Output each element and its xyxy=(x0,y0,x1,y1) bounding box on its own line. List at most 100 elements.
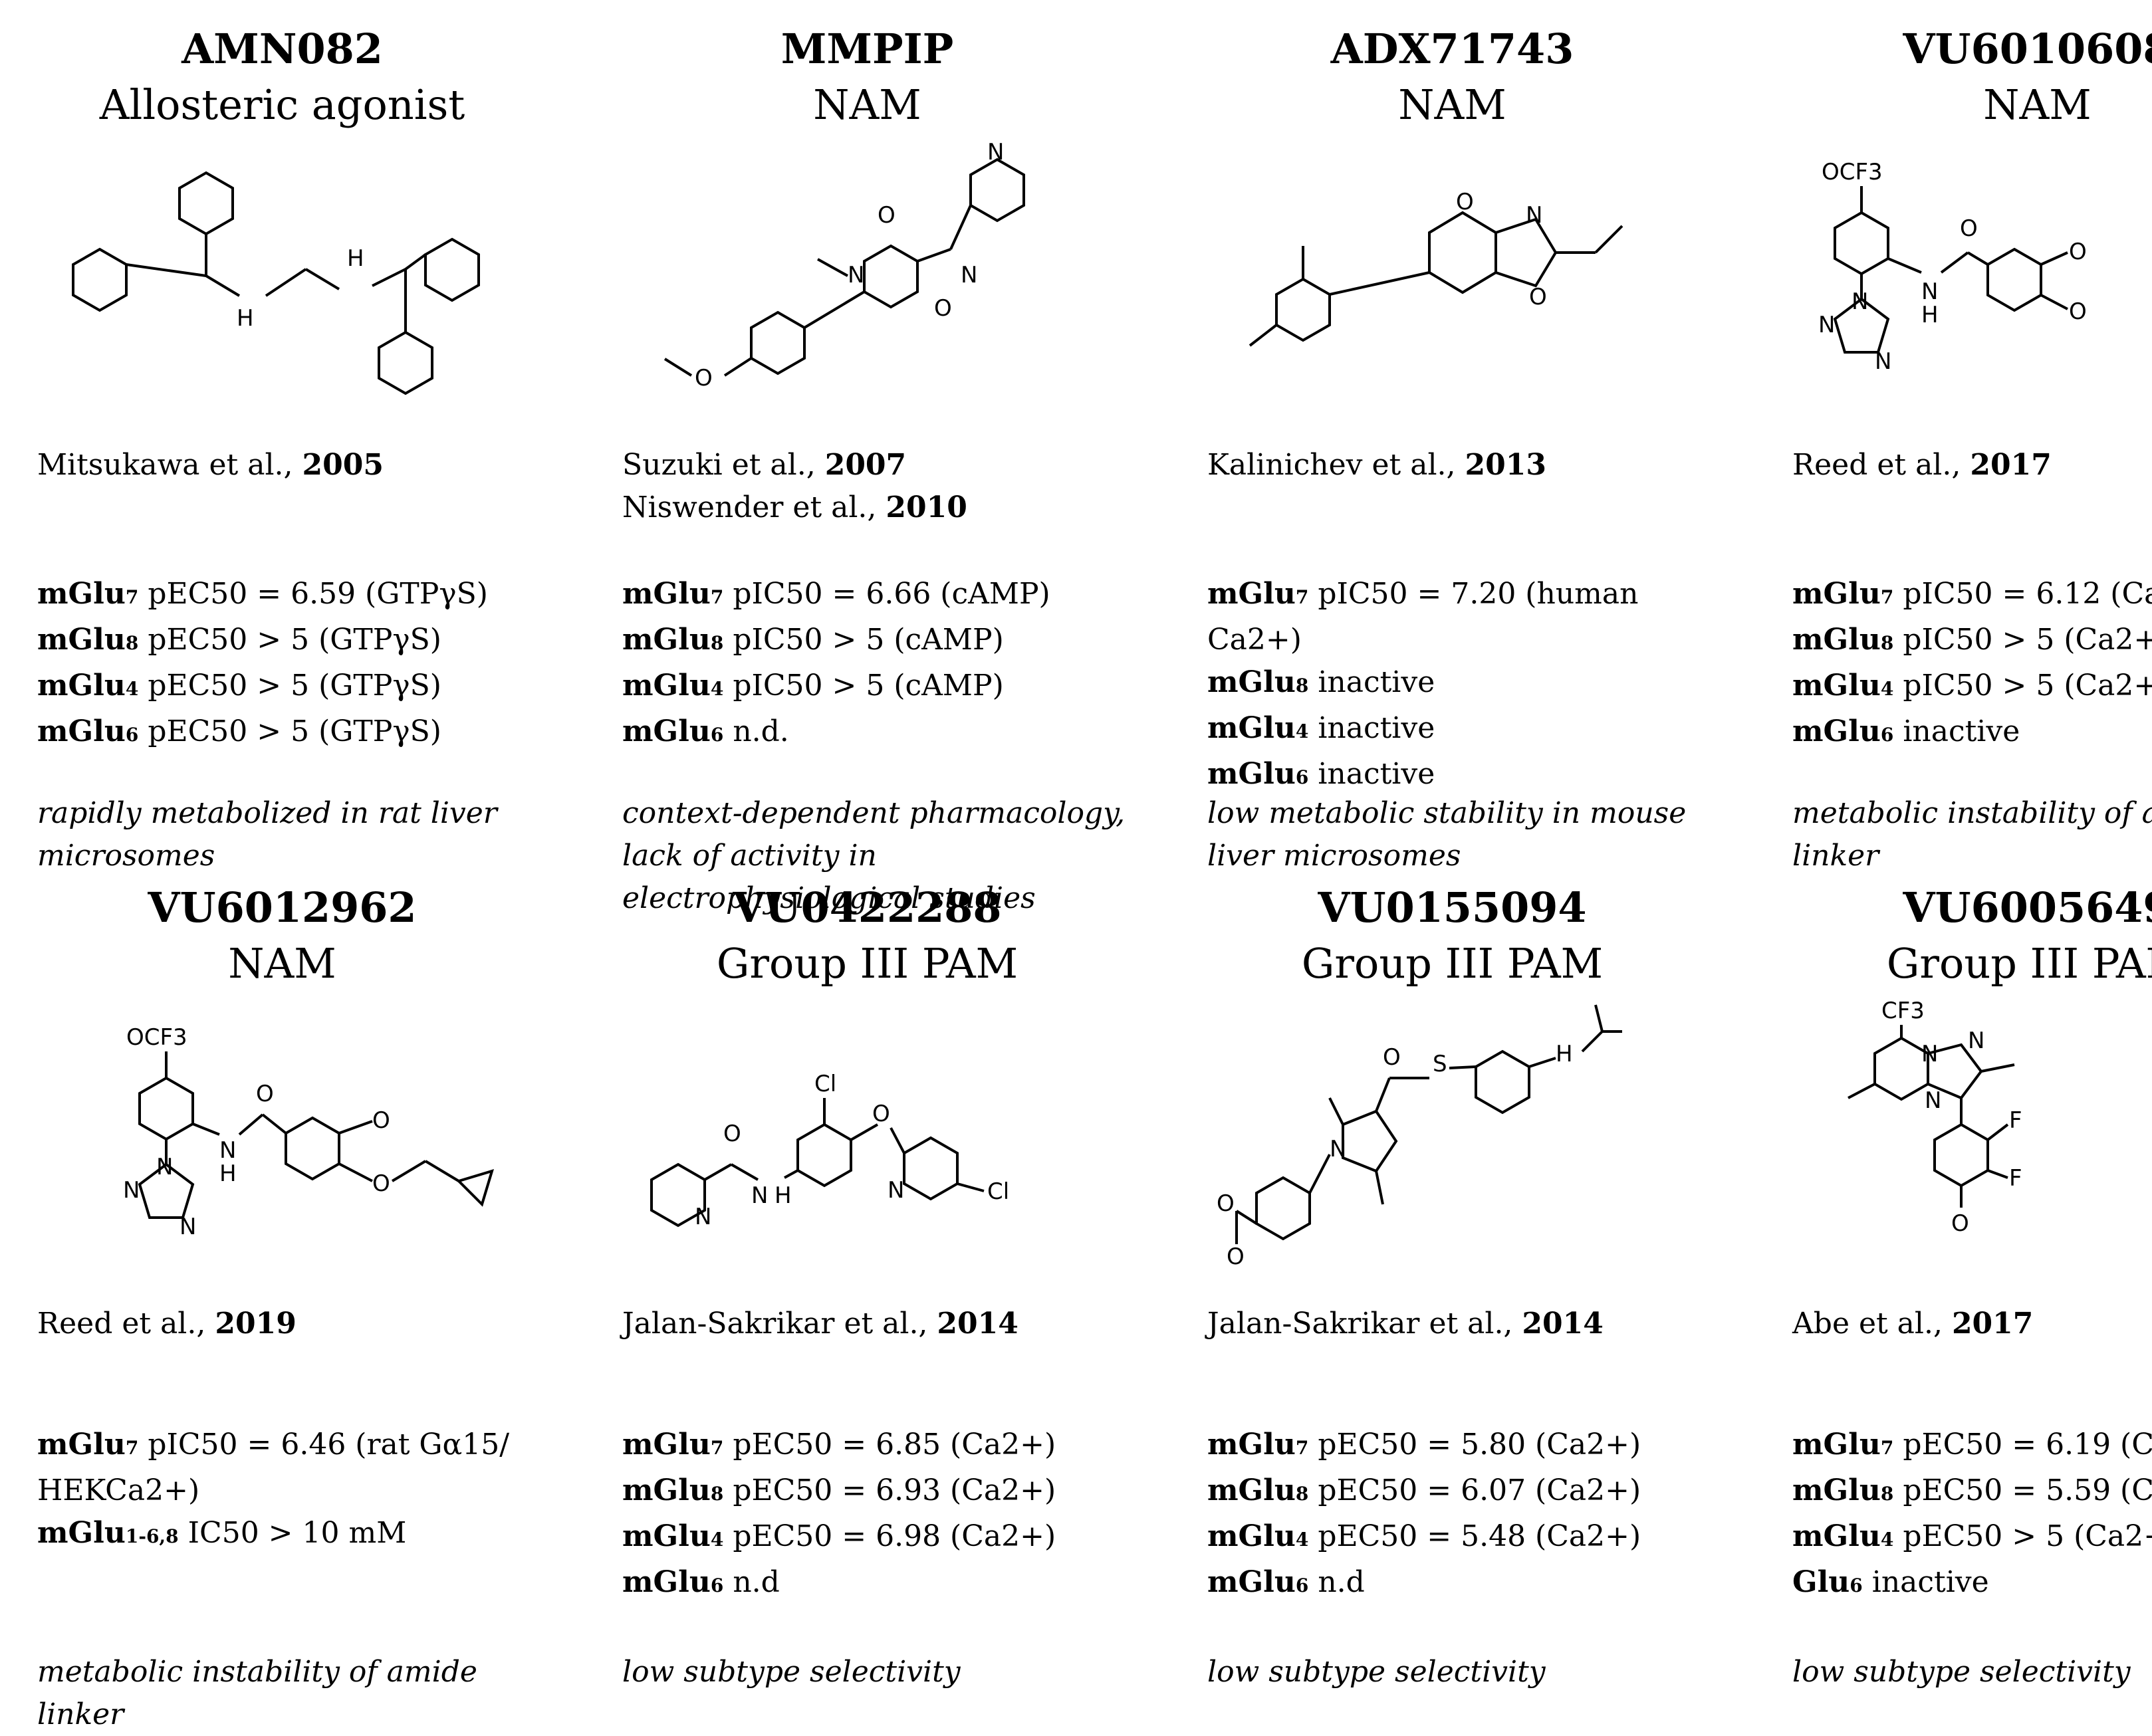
activity-line: mGlu4 pIC50 > 5 (Ca2+) xyxy=(1792,669,2152,703)
compound-type: Group III PAM xyxy=(716,939,1018,988)
activity-line: mGlu6 n.d xyxy=(622,1565,780,1599)
atom-label: N xyxy=(1968,1028,1984,1054)
activity-line: mGlu8 pIC50 > 5 (cAMP) xyxy=(622,623,1004,657)
activity-line: Glu6 inactive xyxy=(1792,1565,1989,1599)
ref-year: 2017 xyxy=(1970,448,2052,482)
activity-line: mGlu7 pEC50 = 6.19 (Ca2+) xyxy=(1792,1428,2152,1462)
atom-label: OCF3 xyxy=(126,1024,187,1051)
activity-line: mGlu1-6,8 IC50 > 10 mM xyxy=(37,1516,407,1550)
structure-drawing: OCF3 N H O O O N N N xyxy=(123,1024,494,1240)
activity-data: mGlu7 pEC50 = 6.59 (GTPγS) mGlu8 pEC50 >… xyxy=(37,573,488,756)
activity-line: mGlu4 inactive xyxy=(1207,711,1435,745)
atom-label: O xyxy=(934,295,952,322)
ref-year: 2005 xyxy=(302,448,384,482)
atom-label: O xyxy=(872,1101,890,1127)
activity-line: mGlu8 inactive xyxy=(1207,665,1435,699)
compound-card-vu0422288: VU0422288 Group III PAM N O N H Cl O N C… xyxy=(598,859,1136,1717)
structure-drawing: CF3 N N N F F O xyxy=(1848,998,2022,1237)
atom-label: O xyxy=(2069,239,2087,265)
activity-data: mGlu7 pEC50 = 6.19 (Ca2+) mGlu8 pEC50 = … xyxy=(1792,1424,2152,1607)
structure-drawing: N O N H Cl O N Cl xyxy=(650,1071,1009,1230)
compound-name: MMPIP xyxy=(780,25,954,73)
atom-label: OCF3 xyxy=(1822,159,1883,185)
limitation-note: metabolic instability of amide linker xyxy=(1792,796,2152,873)
atom-label: Cl xyxy=(814,1071,836,1097)
ref-author: Suzuki et al., xyxy=(622,448,825,482)
activity-line: mGlu4 pEC50 > 5 (GTPγS) xyxy=(37,669,441,703)
activity-line: mGlu4 pEC50 = 6.98 (Ca2+) xyxy=(622,1519,1056,1553)
compound-type: Allosteric agonist xyxy=(99,80,465,129)
compound-type: NAM xyxy=(228,939,336,988)
atom-label: N xyxy=(1330,1136,1346,1162)
atom-label: N xyxy=(695,1204,711,1230)
reference: Reed et al., 2017 xyxy=(1792,444,2052,487)
activity-line: mGlu6 inactive xyxy=(1207,757,1435,791)
atom-label: O xyxy=(1227,1244,1245,1270)
compound-name: VU6005649 xyxy=(1903,883,2152,932)
compound-card-vu6005649: VU6005649 Group III PAM CF3 N N N F F O … xyxy=(1768,859,2152,1717)
atom-label: O xyxy=(372,1107,390,1134)
compound-card-adx71743: ADX71743 NAM O N O Kalinichev et al., 20… xyxy=(1183,0,1721,873)
structure-drawing: OCF3 N H O O O N N N xyxy=(1818,159,2087,375)
atom-label: Cl xyxy=(987,1178,1009,1205)
limitation-note: low metabolic stability in mouse liver m… xyxy=(1207,796,1687,873)
atom-label: N xyxy=(179,1214,196,1240)
atom-label: H xyxy=(775,1182,792,1209)
activity-line: mGlu4 pIC50 > 5 (cAMP) xyxy=(622,669,1004,703)
compound-type: NAM xyxy=(1398,80,1506,129)
structure-vu6005649: CF3 N N N F F O xyxy=(1795,992,2152,1304)
structure-vu0422288: N O N H Cl O N Cl xyxy=(625,992,1110,1304)
ref-author: Jalan-Sakrikar et al., xyxy=(622,1307,937,1341)
activity-line: mGlu8 pIC50 > 5 (Ca2+) xyxy=(1792,623,2152,657)
ref-year: 2013 xyxy=(1465,448,1546,482)
ref-year: 2017 xyxy=(1951,1307,2034,1341)
ref-year: 2010 xyxy=(886,490,967,524)
atom-label: O xyxy=(372,1170,390,1197)
activity-data: mGlu7 pIC50 = 6.66 (cAMP) mGlu8 pIC50 > … xyxy=(622,573,1050,756)
atom-label: N xyxy=(961,262,977,288)
atom-label: N xyxy=(1875,348,1891,375)
ref-author: Mitsukawa et al., xyxy=(37,448,302,482)
activity-line: mGlu8 pEC50 > 5 (GTPγS) xyxy=(37,623,441,657)
atom-label: N xyxy=(219,1137,236,1164)
reference: Jalan-Sakrikar et al., 2014 xyxy=(1207,1303,1604,1345)
atom-label: N xyxy=(751,1182,768,1209)
atom-label: O xyxy=(1456,189,1474,215)
atom-label: O xyxy=(256,1081,274,1107)
atom-label: O xyxy=(1529,284,1547,310)
structure-drawing: N O N N O O xyxy=(663,139,1025,391)
atom-label: F xyxy=(2009,1165,2022,1192)
activity-data: mGlu7 pEC50 = 6.85 (Ca2+) mGlu8 pEC50 = … xyxy=(622,1424,1056,1607)
atom-label: O xyxy=(1960,215,1978,242)
atom-label: N xyxy=(123,1177,140,1204)
compound-card-vu6010608: VU6010608 NAM OCF3 N H O O O N N N Reed … xyxy=(1768,0,2152,873)
activity-line: mGlu7 pIC50 = 6.12 (Ca2+) xyxy=(1792,577,2152,611)
limitation-note: low subtype selectivity xyxy=(1207,1655,1546,1689)
compound-type: Group III PAM xyxy=(1886,939,2152,988)
atom-label: O xyxy=(723,1121,741,1147)
activity-line: mGlu7 pEC50 = 6.59 (GTPγS) xyxy=(37,577,488,611)
structure-vu6012962: OCF3 N H O O O N N N xyxy=(40,992,525,1304)
atom-label: N xyxy=(1925,1087,1941,1114)
compound-name: VU6010608 xyxy=(1903,25,2152,73)
ref-year: 2007 xyxy=(824,448,907,482)
reference: Mitsukawa et al., 2005 xyxy=(37,444,384,487)
structure-vu6010608: OCF3 N H O O O N N N xyxy=(1795,133,2152,445)
compound-card-vu0155094: VU0155094 Group III PAM N O S H O O xyxy=(1183,859,1721,1717)
compound-name: ADX71743 xyxy=(1330,25,1574,73)
ref-year: 2019 xyxy=(215,1307,297,1341)
atom-label: O xyxy=(695,365,713,391)
compound-name: VU6012962 xyxy=(148,883,417,932)
atom-label: H xyxy=(1556,1041,1573,1067)
activity-line: mGlu8 pEC50 = 6.07 (Ca2+) xyxy=(1207,1473,1641,1507)
activity-line: mGlu8 pEC50 = 5.59 (Ca2+) xyxy=(1792,1473,2152,1507)
ref-author: Jalan-Sakrikar et al., xyxy=(1207,1307,1522,1341)
activity-line: mGlu7 pIC50 = 6.46 (rat Gα15/ HEKCa2+) xyxy=(37,1428,510,1507)
activity-data: mGlu7 pIC50 = 6.12 (Ca2+) mGlu8 pIC50 > … xyxy=(1792,573,2152,756)
atom-label: N xyxy=(848,262,864,288)
activity-line: mGlu6 inactive xyxy=(1792,714,2020,748)
compound-card-amn082: AMN082 Allosteric agonist H H Mitsukawa … xyxy=(13,0,551,873)
atom-label: H xyxy=(219,1160,237,1187)
reference: Abe et al., 2017 xyxy=(1792,1303,2033,1345)
reference: Kalinichev et al., 2013 xyxy=(1207,444,1546,487)
